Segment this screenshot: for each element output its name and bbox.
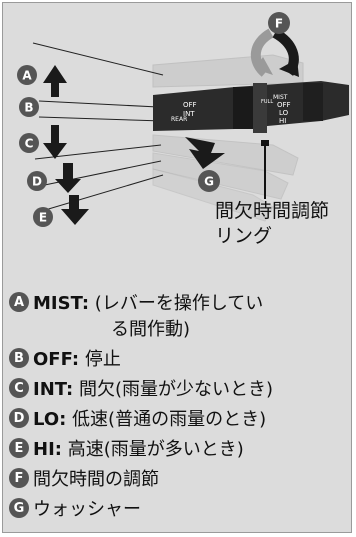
legend-desc: 低速(普通の雨量のとき) [66, 409, 267, 430]
legend-term: OFF: [33, 349, 80, 370]
svg-text:B: B [24, 101, 33, 115]
legend-item-interval: F 間欠時間の調節 [9, 465, 351, 495]
stalk-label-hi: HI [279, 117, 286, 125]
legend-term: HI: [33, 439, 62, 460]
legend: A MIST: (レバーを操作してい る間作動) B OFF: 停止 C INT… [9, 289, 351, 525]
svg-text:F: F [275, 17, 283, 31]
badge-c: C [19, 133, 39, 153]
arrow-e-icon [61, 195, 89, 225]
legend-item-mist: A MIST: (レバーを操作してい る間作動) [9, 289, 351, 345]
arrow-c-icon [43, 125, 67, 159]
arrow-g-icon [185, 137, 225, 169]
legend-item-washer: G ウォッシャー [9, 495, 351, 525]
legend-desc: 間欠(雨量が少ないとき) [73, 379, 274, 400]
legend-badge: C [9, 378, 29, 398]
legend-desc: (レバーを操作してい [89, 293, 264, 314]
legend-desc: ウォッシャー [33, 499, 141, 520]
callout-line-2: リング [215, 225, 273, 247]
svg-text:A: A [22, 69, 32, 83]
legend-desc: 間欠時間の調節 [33, 469, 159, 490]
legend-badge: D [9, 408, 29, 428]
svg-text:D: D [32, 175, 42, 189]
stalk-label-int: INT [183, 110, 195, 118]
stalk-label-mist: MIST [273, 94, 288, 101]
stalk-label-full: FULL [261, 99, 273, 105]
legend-item-lo: D LO: 低速(普通の雨量のとき) [9, 405, 351, 435]
badge-b: B [19, 97, 39, 117]
badge-e: E [33, 207, 53, 227]
leader-lines [32, 42, 164, 214]
legend-term: MIST: [33, 293, 90, 314]
legend-badge: B [9, 348, 29, 368]
stalk-label-off: OFF [183, 101, 197, 109]
arrow-a-icon [43, 65, 67, 97]
legend-item-int: C INT: 間欠(雨量が少ないとき) [9, 375, 351, 405]
callout-leader-tip [261, 140, 269, 146]
badge-f: F [268, 12, 290, 34]
legend-term: LO: [33, 409, 67, 430]
legend-item-off: B OFF: 停止 [9, 345, 351, 375]
badge-a: A [17, 65, 37, 85]
stalk-label-off-ring: OFF [277, 101, 291, 109]
legend-badge: F [9, 468, 29, 488]
badge-d: D [27, 171, 47, 191]
stalk-label-lo: LO [279, 109, 289, 117]
legend-term: INT: [33, 379, 74, 400]
callout-line-1: 間欠時間調節 [215, 200, 330, 222]
ghost-stalk-positions [152, 54, 304, 222]
legend-desc: 停止 [79, 349, 121, 370]
legend-badge: G [9, 498, 29, 518]
stalk-label-rear: REAR [171, 116, 187, 123]
legend-desc: 高速(雨量が多いとき) [61, 439, 244, 460]
figure-frame: OFF INT REAR MIST OFF LO HI FULL [2, 2, 352, 533]
wiper-stalk: OFF INT REAR MIST OFF LO HI FULL [153, 81, 349, 133]
legend-desc-cont: る間作動) [111, 319, 191, 340]
wiper-lever-diagram: OFF INT REAR MIST OFF LO HI FULL [17, 12, 349, 227]
svg-text:C: C [25, 137, 34, 151]
svg-text:G: G [204, 175, 214, 189]
svg-text:E: E [39, 211, 47, 225]
legend-badge: E [9, 438, 29, 458]
legend-badge: A [9, 292, 29, 312]
arrow-d-icon [55, 163, 81, 193]
legend-item-hi: E HI: 高速(雨量が多いとき) [9, 435, 351, 465]
arrow-f-rotate-icon [251, 28, 299, 77]
ring-callout: 間欠時間調節 リング [215, 199, 329, 249]
badge-g: G [198, 170, 220, 192]
